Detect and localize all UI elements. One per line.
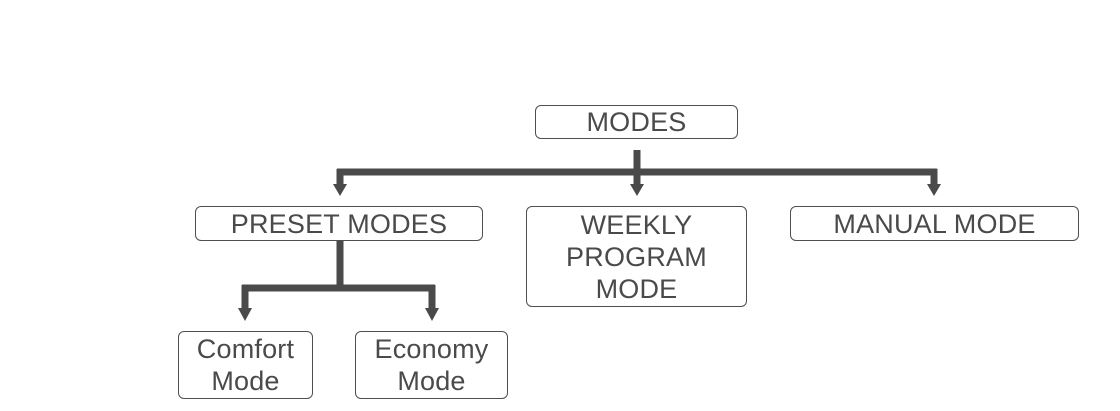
node-weekly-program-mode: WEEKLY PROGRAM MODE: [526, 206, 747, 307]
arrowhead-comfort: [238, 308, 252, 321]
arrowhead-manual: [927, 184, 941, 196]
node-comfort-line-2: Mode: [211, 366, 280, 396]
arrowhead-preset: [333, 184, 347, 196]
node-preset-modes-label: PRESET MODES: [230, 208, 448, 239]
node-comfort-line-1: Comfort: [196, 334, 295, 364]
node-economy-line-2: Mode: [397, 366, 466, 396]
node-preset-modes: PRESET MODES: [195, 206, 483, 241]
node-economy-mode: Economy Mode: [355, 331, 508, 399]
node-weekly-line-3: MODE: [595, 273, 678, 304]
node-manual-mode-label: MANUAL MODE: [833, 208, 1036, 239]
node-modes-label: MODES: [586, 107, 687, 137]
node-modes: MODES: [535, 105, 738, 139]
node-economy-line-1: Economy: [374, 334, 489, 364]
node-comfort-mode: Comfort Mode: [178, 331, 313, 399]
node-weekly-line-1: WEEKLY: [580, 209, 693, 240]
arrowhead-weekly: [630, 184, 644, 196]
node-manual-mode: MANUAL MODE: [790, 206, 1079, 241]
arrowhead-economy: [425, 308, 439, 321]
node-weekly-line-2: PROGRAM: [566, 241, 707, 272]
